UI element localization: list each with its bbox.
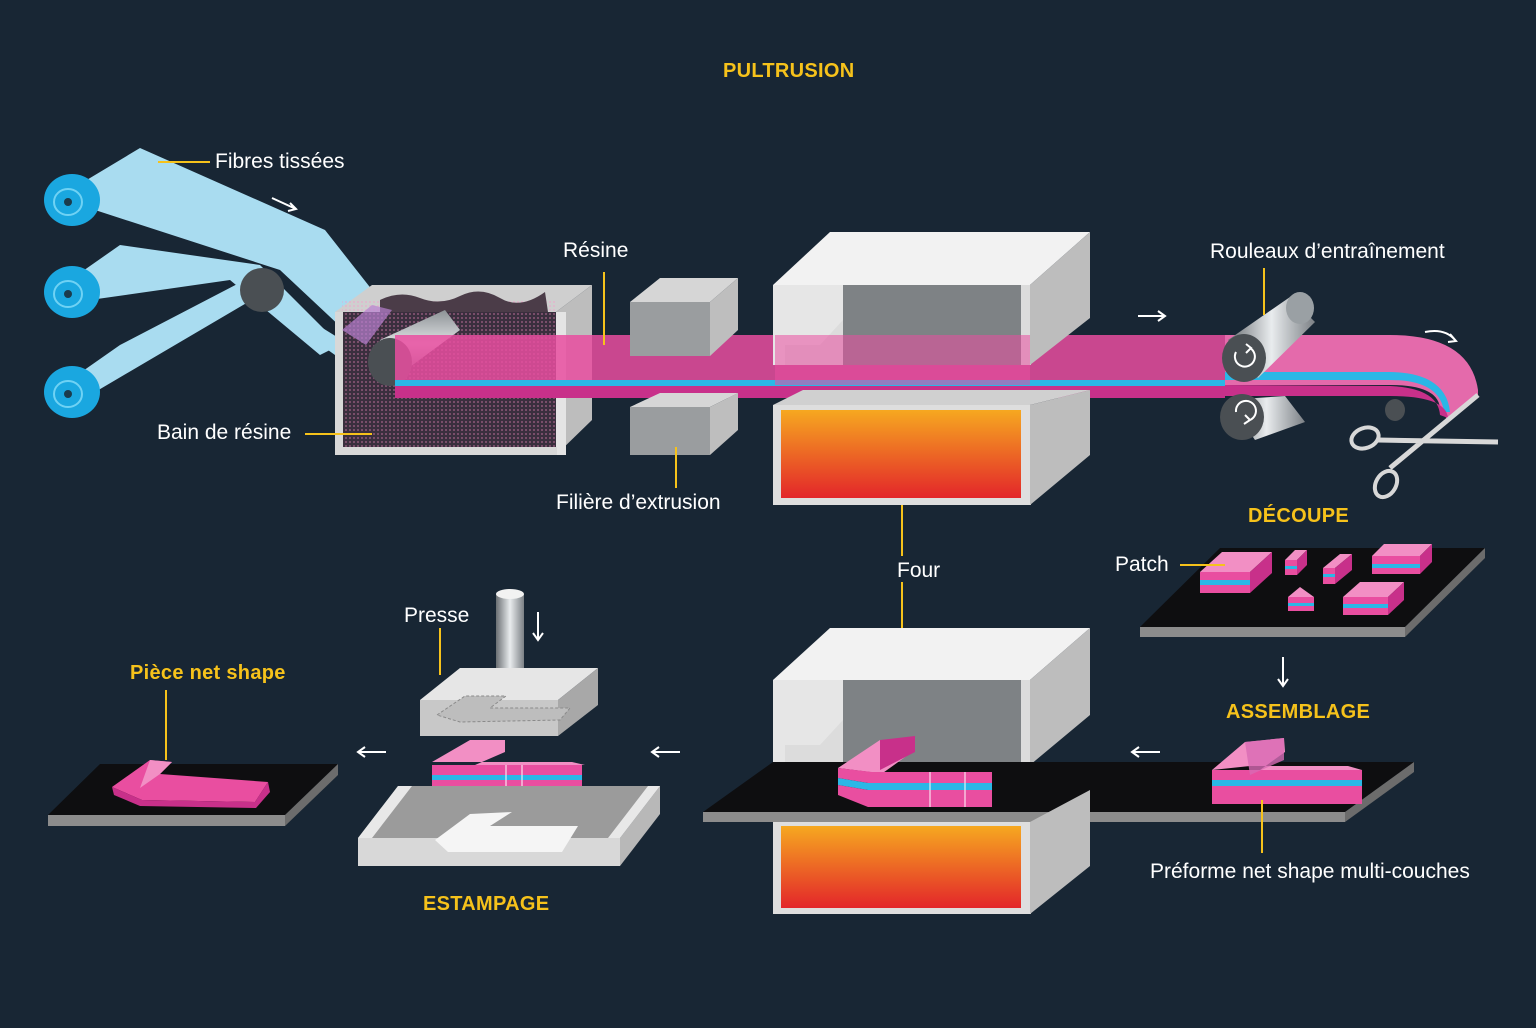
title-piece-net-shape: Pièce net shape <box>130 662 286 684</box>
patch <box>1288 587 1314 611</box>
extrusion-die-bottom <box>630 393 738 455</box>
patch <box>1200 552 1272 593</box>
fiber-sheets <box>70 148 380 395</box>
press-lower-die <box>358 786 660 866</box>
scissors-icon <box>1349 393 1499 500</box>
pull-roller-top <box>1222 292 1315 382</box>
oven-bottom-lower <box>773 790 1090 914</box>
patch <box>1323 554 1352 584</box>
flow-arrow-icon <box>271 197 298 212</box>
flow-arrow-icon <box>1138 310 1167 322</box>
flow-arrow-icon <box>1277 657 1289 688</box>
fiber-roll <box>44 174 100 226</box>
rotate-arrow-icon <box>1233 343 1256 368</box>
preform-assembled <box>1212 738 1362 804</box>
patch <box>1372 544 1432 574</box>
net-shape-part <box>112 760 270 808</box>
patch <box>1285 550 1307 575</box>
flow-arrow-icon <box>650 746 680 758</box>
pull-roller-bottom <box>1220 394 1405 440</box>
extrusion-die-top <box>630 278 738 356</box>
guide-roller <box>240 268 284 312</box>
flow-arrow-icon <box>532 612 544 642</box>
label-rouleaux: Rouleaux d’entraînement <box>1210 240 1445 263</box>
title-pultrusion: PULTRUSION <box>723 60 855 82</box>
title-decoupe: DÉCOUPE <box>1248 505 1350 527</box>
oven-top-lower <box>773 628 1090 765</box>
cutting-table <box>1140 548 1485 637</box>
fiber-roll <box>44 266 100 318</box>
flow-arrow-icon <box>1424 330 1458 343</box>
fiber-roll <box>44 366 100 418</box>
label-preforme: Préforme net shape multi-couches <box>1150 860 1470 883</box>
patch <box>1343 582 1404 615</box>
label-resine: Résine <box>563 239 629 262</box>
label-fibres-tissees: Fibres tissées <box>215 150 345 173</box>
label-presse: Presse <box>404 604 470 627</box>
flow-arrow-icon <box>1130 746 1160 758</box>
label-bain-de-resine: Bain de résine <box>157 421 292 444</box>
title-assemblage: ASSEMBLAGE <box>1226 701 1371 723</box>
preform-in-oven <box>838 736 992 807</box>
oven-bottom <box>773 390 1090 505</box>
label-filiere: Filière d’extrusion <box>556 491 721 514</box>
press-upper-die <box>420 668 598 736</box>
title-estampage: ESTAMPAGE <box>423 893 550 915</box>
flow-arrow-icon <box>356 746 386 758</box>
rotate-arrow-icon <box>1234 399 1257 425</box>
label-patch: Patch <box>1115 553 1169 576</box>
label-four: Four <box>897 559 941 582</box>
